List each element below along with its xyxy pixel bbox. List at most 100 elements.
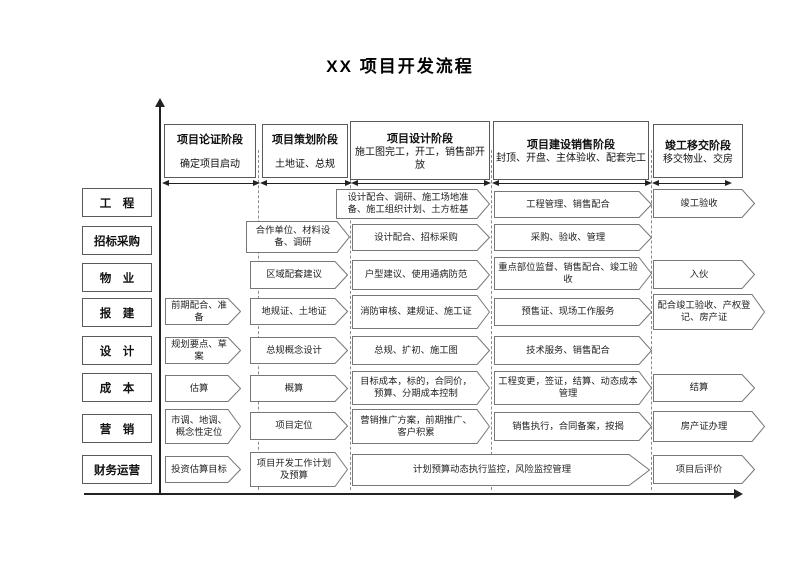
- flow-box-text: 预售证、现场工作服务: [521, 306, 615, 317]
- flow-box-text: 总规概念设计: [266, 344, 322, 355]
- lane-label-property: 物 业: [82, 263, 152, 292]
- phase-title: 竣工移交阶段: [665, 139, 731, 152]
- flow-arrow-box: 采购、验收、管理: [494, 224, 652, 251]
- page-title: XX 项目开发流程: [326, 57, 474, 76]
- flow-arrow-box: 户型建议、使用通病防范: [352, 260, 490, 290]
- flow-box-text: 消防审核、建规证、施工证: [360, 306, 472, 317]
- flow-box-text: 概算: [284, 382, 304, 393]
- flow-arrow-box: 配合竣工验收、产权登记、房产证: [653, 294, 765, 330]
- flow-box-text: 项目后评价: [675, 463, 723, 474]
- phase-subtitle: 土地证、总规: [275, 159, 335, 170]
- flow-arrow-box: 估算: [165, 375, 241, 402]
- flow-arrow-box: 销售执行，合同备案，按揭: [494, 412, 652, 441]
- flow-box-text: 工程变更，签证，结算、动态成本管理: [498, 376, 638, 398]
- flow-arrow-box: 入伙: [653, 260, 755, 289]
- flow-box-text: 市调、地调、概念性定位: [171, 414, 227, 437]
- lane-label-cost: 成 本: [82, 373, 152, 402]
- phase-header-4: 项目建设销售阶段 封顶、开盘、主体验收、配套完工: [493, 121, 649, 180]
- flow-arrow-box: 区域配套建议: [250, 261, 348, 289]
- phase-separator-2: [350, 150, 351, 490]
- flow-arrow-box: 投资估算目标: [165, 456, 241, 483]
- phase-title: 项目策划阶段: [272, 134, 338, 146]
- flow-arrow-box: 目标成本，标的，合同价，预算、分期成本控制: [352, 371, 490, 405]
- flow-arrow-box: 工程变更，签证，结算、动态成本管理: [494, 371, 652, 405]
- phase-subtitle: 封顶、开盘、主体验收、配套完工: [496, 153, 646, 164]
- flow-box-text: 入伙: [689, 268, 709, 279]
- flow-arrow-box: 预售证、现场工作服务: [494, 298, 652, 326]
- phase-subtitle: 移交物业、交房: [663, 153, 733, 165]
- flow-box-text: 前期配合、准备: [171, 299, 227, 322]
- phase-subtitle: 确定项目启动: [180, 159, 240, 170]
- flow-arrow-box: 市调、地调、概念性定位: [165, 409, 241, 444]
- flow-box-text: 投资估算目标: [171, 463, 227, 474]
- flow-box-text: 地规证、土地证: [261, 305, 327, 316]
- flow-box-text: 采购、验收、管理: [530, 231, 606, 242]
- phase-header-1: 项目论证阶段 确定项目启动: [164, 124, 256, 178]
- phase-separator-4: [651, 150, 652, 490]
- flow-arrow-box: 房产证办理: [653, 411, 765, 442]
- flow-arrow-box: 规划要点、草案: [165, 337, 241, 364]
- phase-header-5: 竣工移交阶段 移交物业、交房: [653, 124, 743, 178]
- flow-arrow-box: 结算: [653, 374, 755, 402]
- flow-box-text: 户型建议、使用通病防范: [364, 269, 468, 280]
- flow-box-text: 营销推广方案，前期推广、客户积累: [360, 414, 472, 437]
- phase-extent-arrow-1: [162, 179, 260, 188]
- flow-arrow-box: 项目后评价: [653, 455, 755, 484]
- phase-subtitle: 施工图完工，开工，销售部开放: [355, 146, 485, 171]
- flow-box-text: 项目开发工作计划及预算: [256, 457, 332, 480]
- flow-box-text: 工程管理、销售配合: [526, 198, 610, 209]
- flow-arrow-box: 合作单位、材料设备、调研: [246, 221, 350, 253]
- flow-arrow-box: 技术服务、销售配合: [494, 336, 652, 365]
- flow-box-text: 销售执行，合同备案，按揭: [512, 420, 624, 431]
- phase-extent-arrow-3: [351, 179, 491, 188]
- phase-header-3: 项目设计阶段 施工图完工，开工，销售部开放: [350, 121, 490, 180]
- flow-box-text: 重点部位监督、销售配合、竣工验收: [498, 261, 638, 284]
- y-axis-arrowhead-icon: [155, 98, 165, 107]
- flow-arrow-box: 营销推广方案，前期推广、客户积累: [352, 409, 490, 444]
- flow-box-text: 总规、扩初、施工图: [374, 344, 458, 355]
- phase-title: 项目论证阶段: [177, 134, 243, 146]
- lane-label-procurement: 招标采购: [82, 226, 152, 255]
- phase-extent-arrow-5: [652, 179, 732, 188]
- flow-arrow-box: 工程管理、销售配合: [494, 191, 652, 218]
- flow-box-text: 合作单位、材料设备、调研: [255, 225, 331, 247]
- flow-box-text: 结算: [689, 382, 709, 393]
- flow-box-text: 房产证办理: [680, 420, 728, 431]
- flow-box-text: 规划要点、草案: [171, 338, 227, 361]
- flow-arrow-box: 竣工验收: [653, 189, 755, 218]
- flow-arrow-box: 设计配合、调研、施工场地准备、施工组织计划、土方桩基: [336, 189, 490, 219]
- flow-box-text: 配合竣工验收、产权登记、房产证: [657, 300, 751, 322]
- flow-box-text: 技术服务、销售配合: [526, 344, 610, 355]
- lane-label-design: 设 计: [82, 336, 152, 365]
- lane-label-engineering: 工 程: [82, 188, 152, 217]
- phase-extent-arrow-4: [492, 179, 652, 188]
- flow-arrow-box: 概算: [250, 375, 348, 402]
- flow-arrow-box: 设计配合、招标采购: [352, 224, 490, 251]
- x-axis-arrowhead-icon: [734, 489, 743, 499]
- flow-box-text: 设计配合、招标采购: [374, 231, 458, 242]
- phase-header-2: 项目策划阶段 土地证、总规: [262, 124, 348, 178]
- flow-box-text: 设计配合、调研、施工场地准备、施工组织计划、土方桩基: [347, 192, 469, 214]
- flow-box-text: 项目定位: [275, 420, 313, 431]
- y-axis-line: [159, 106, 161, 494]
- lane-label-permits: 报 建: [82, 298, 152, 327]
- flow-arrow-box: 重点部位监督、销售配合、竣工验收: [494, 257, 652, 290]
- phase-title: 项目设计阶段: [387, 132, 453, 145]
- flow-arrow-box: 消防审核、建规证、施工证: [352, 295, 490, 329]
- flow-arrow-box: 项目开发工作计划及预算: [250, 452, 348, 487]
- flow-arrow-box: 总规概念设计: [250, 337, 348, 364]
- flow-box-text: 计划预算动态执行监控，风险监控管理: [412, 464, 572, 475]
- lane-label-finance: 财务运营: [82, 455, 152, 484]
- flow-arrow-box-wide: 计划预算动态执行监控，风险监控管理: [352, 454, 650, 486]
- flow-arrow-box: 地规证、土地证: [250, 298, 348, 325]
- phase-extent-arrow-2: [260, 179, 352, 188]
- flow-arrow-box: 总规、扩初、施工图: [352, 336, 490, 365]
- phase-title: 项目建设销售阶段: [527, 139, 615, 151]
- flow-box-text: 目标成本，标的，合同价，预算、分期成本控制: [360, 376, 472, 398]
- lane-label-marketing: 营 销: [82, 414, 152, 443]
- flow-arrow-box: 前期配合、准备: [165, 298, 241, 325]
- flow-box-text: 竣工验收: [680, 197, 718, 208]
- x-axis-line: [84, 493, 736, 495]
- flow-arrow-box: 项目定位: [250, 412, 348, 440]
